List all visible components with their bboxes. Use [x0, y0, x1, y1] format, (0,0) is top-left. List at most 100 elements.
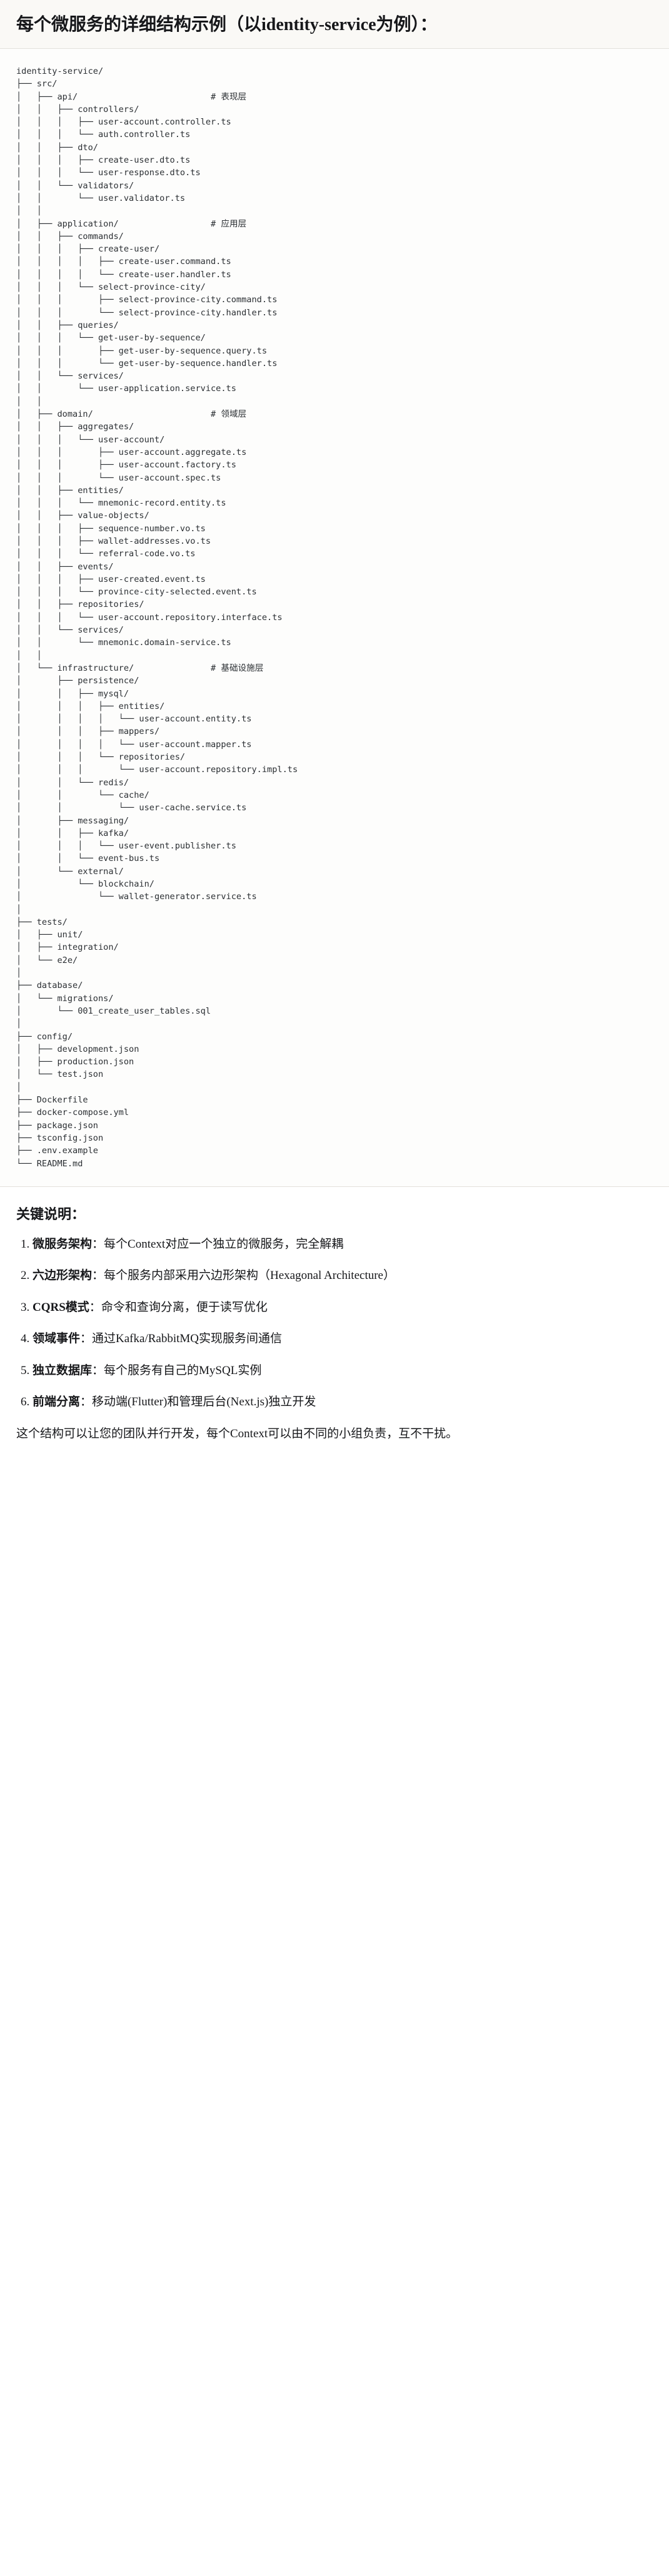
key-notes-title: 关键说明：: [16, 1206, 86, 1222]
tree-line: │ ├── messaging/: [16, 815, 129, 826]
key-note-separator: ：: [80, 1332, 93, 1346]
tree-line: │ ├── application/ # 应用层: [16, 218, 247, 229]
tree-line: │ │ │ │ ├── create-user.command.ts: [16, 257, 231, 267]
tree-line: │ │ ├── repositories/: [16, 599, 144, 610]
tree-line: │ └── test.json: [16, 1069, 104, 1080]
tree-line: ├── src/: [16, 79, 58, 89]
tree-line: │ │ └── user-cache.service.ts: [16, 803, 247, 813]
tree-line: │ └── e2e/: [16, 955, 78, 965]
tree-line: │ └── wallet-generator.service.ts: [16, 892, 257, 902]
tree-line: │ ├── unit/: [16, 930, 83, 940]
tree-line: │ │ │ └── province-city-selected.event.t…: [16, 587, 257, 598]
tree-line: identity-service/: [16, 66, 104, 76]
tree-line: │: [16, 1019, 22, 1029]
tree-line: │ ├── development.json: [16, 1044, 139, 1054]
key-note-term: CQRS模式: [33, 1300, 89, 1314]
tree-line: │ │ │ └── get-user-by-sequence.handler.t…: [16, 358, 278, 369]
key-note-description: 每个服务内部采用六边形架构（Hexagonal Architecture）: [104, 1269, 395, 1283]
tree-line: │ └── migrations/: [16, 993, 114, 1004]
tree-line: ├── .env.example: [16, 1146, 98, 1156]
directory-tree-section: identity-service/ ├── src/ │ ├── api/ # 表现…: [0, 49, 669, 1187]
tree-line: │ │ │ └── get-user-by-sequence/: [16, 333, 206, 344]
tree-line: │ │ ├── mysql/: [16, 688, 129, 699]
tree-line: │ ├── api/ # 表现层: [16, 91, 247, 102]
tree-line: │ └── 001_create_user_tables.sql: [16, 1005, 211, 1016]
key-note-term: 独立数据库: [33, 1363, 93, 1377]
tree-line: │ │ │ ├── user-account.factory.ts: [16, 460, 236, 471]
tree-line: │ │ └── user.validator.ts: [16, 193, 186, 203]
tree-line: │: [16, 904, 22, 915]
tree-line: │: [16, 1082, 22, 1092]
tree-line: │ │ │ └── referral-code.vo.ts: [16, 549, 196, 559]
tree-line: │ │ └── redis/: [16, 777, 129, 788]
tree-line: │ │ └── event-bus.ts: [16, 853, 160, 864]
key-note-separator: ：: [80, 1395, 93, 1409]
tree-line: │ │ │ └── select-province-city/: [16, 282, 206, 293]
tree-line: │ ├── production.json: [16, 1057, 134, 1067]
tree-line: │ │ ├── value-objects/: [16, 511, 149, 521]
key-note-description: 每个Context对应一个独立的微服务，完全解耦: [104, 1237, 344, 1251]
key-note-description: 每个服务有自己的MySQL实例: [104, 1363, 262, 1377]
key-note-description: 命令和查询分离，便于读写优化: [101, 1300, 268, 1314]
key-note-term: 六边形架构: [33, 1269, 93, 1283]
tree-line: │: [16, 968, 22, 979]
tree-line: │ │ └── mnemonic.domain-service.ts: [16, 638, 231, 648]
tree-line: │ └── blockchain/: [16, 879, 154, 889]
key-note-term: 领域事件: [33, 1332, 81, 1346]
tree-line: │ │ │ └── auth.controller.ts: [16, 130, 191, 140]
key-note-separator: ：: [92, 1269, 104, 1283]
tree-line: │ ├── domain/ # 领域层: [16, 409, 247, 420]
tree-line: │ │ └── services/: [16, 625, 124, 636]
tree-line: │ │ │ └── user-account/: [16, 434, 165, 445]
tree-line: │ │ │ ├── entities/: [16, 701, 165, 711]
tree-line: │ ├── persistence/: [16, 676, 139, 686]
tree-line: │ │ ├── entities/: [16, 485, 124, 496]
tree-line: │ │ ├── commands/: [16, 231, 124, 242]
tree-line: │ │ │ └── mnemonic-record.entity.ts: [16, 498, 226, 509]
tree-line: │ │ │ └── repositories/: [16, 752, 186, 763]
tree-line: │ │ │ │ └── user-account.mapper.ts: [16, 739, 252, 750]
key-note-item: 前端分离：移动端(Flutter)和管理后台(Next.js)独立开发: [33, 1393, 653, 1412]
tree-line: │ │ │ │ └── user-account.entity.ts: [16, 714, 252, 725]
tree-line: ├── config/: [16, 1031, 73, 1042]
tree-line: │ │ └── user-application.service.ts: [16, 384, 236, 394]
tree-line: │ │ │ ├── user-created.event.ts: [16, 574, 206, 584]
tree-line: │ ├── integration/: [16, 942, 119, 953]
tree-line: │ │: [16, 206, 42, 216]
tree-line: │ │ ├── events/: [16, 561, 114, 572]
tree-line: │ │ │ └── user-account.spec.ts: [16, 472, 221, 483]
tree-line: │ │ │ └── user-event.publisher.ts: [16, 841, 236, 852]
tree-line: │ │ ├── aggregates/: [16, 422, 134, 432]
tree-line: ├── docker-compose.yml: [16, 1107, 129, 1118]
key-note-item: CQRS模式：命令和查询分离，便于读写优化: [33, 1299, 653, 1317]
key-note-item: 六边形架构：每个服务内部采用六边形架构（Hexagonal Architectu…: [33, 1267, 653, 1285]
tree-line: │ │ │ ├── create-user.dto.ts: [16, 155, 191, 166]
tree-line: │ │ └── cache/: [16, 790, 149, 800]
closing-paragraph: 这个结构可以让您的团队并行开发，每个Context可以由不同的小组负责，互不干扰…: [16, 1427, 458, 1440]
tree-line: │ │ │ ├── get-user-by-sequence.query.ts: [16, 345, 268, 356]
tree-line: │ │: [16, 650, 42, 661]
tree-line: │ │ │ ├── user-account.controller.ts: [16, 117, 231, 128]
tree-line: ├── tests/: [16, 917, 68, 927]
tree-line: │ │ ├── queries/: [16, 320, 119, 330]
key-note-separator: ：: [89, 1300, 101, 1314]
key-note-separator: ：: [92, 1237, 104, 1251]
key-notes-list: 微服务架构：每个Context对应一个独立的微服务，完全解耦六边形架构：每个服务…: [16, 1236, 653, 1412]
header-section: 每个微服务的详细结构示例（以identity-service为例）：: [0, 0, 669, 49]
tree-line: └── README.md: [16, 1158, 83, 1169]
tree-line: │ │ │ └── user-account.repository.interf…: [16, 612, 283, 623]
tree-line: │ │ └── services/: [16, 371, 124, 382]
tree-line: │ │ ├── kafka/: [16, 828, 129, 838]
tree-line: │ │ │ ├── user-account.aggregate.ts: [16, 447, 247, 457]
key-note-term: 前端分离: [33, 1395, 81, 1409]
tree-line: │ │ │ ├── create-user/: [16, 244, 160, 255]
key-note-item: 微服务架构：每个Context对应一个独立的微服务，完全解耦: [33, 1236, 653, 1254]
key-note-item: 领域事件：通过Kafka/RabbitMQ实现服务间通信: [33, 1330, 653, 1348]
tree-line: ├── tsconfig.json: [16, 1133, 104, 1143]
tree-line: │ └── external/: [16, 866, 124, 877]
tree-line: ├── database/: [16, 980, 83, 991]
tree-line: │ │ │ ├── wallet-addresses.vo.ts: [16, 536, 211, 546]
tree-line: │ │ │ ├── sequence-number.vo.ts: [16, 523, 206, 534]
page-root: 每个微服务的详细结构示例（以identity-service为例）： ident…: [0, 0, 669, 1457]
key-notes-section: 关键说明： 微服务架构：每个Context对应一个独立的微服务，完全解耦六边形架…: [0, 1186, 669, 1457]
